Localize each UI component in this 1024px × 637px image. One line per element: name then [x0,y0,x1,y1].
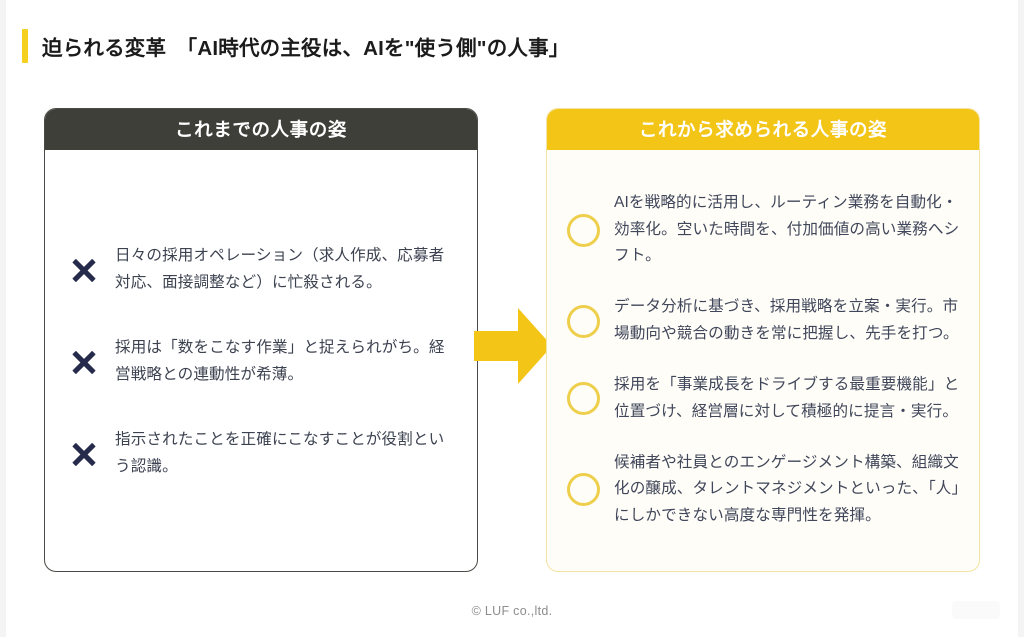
circle-mark-icon [567,473,600,507]
list-item: 採用を「事業成長をドライブする最重要機能」と位置づけ、経営層に対して積極的に提言… [567,372,961,426]
right-arrow-icon [474,308,552,384]
list-item: 日々の採用オペレーション（求人作成、応募者対応、面接調整など）に忙殺される。 [67,243,455,297]
card-current-hr-header: これまでの人事の姿 [45,109,477,151]
list-item-text: 採用は「数をこなす作業」と捉えられがち。経営戦略との連動性が希薄。 [115,339,445,383]
list-item: AIを戦略的に活用し、ルーティン業務を自動化・効率化。空いた時間を、付加価値の高… [567,190,961,270]
card-future-hr-body: AIを戦略的に活用し、ルーティン業務を自動化・効率化。空いた時間を、付加価値の高… [547,150,979,569]
page-edge-left [0,0,6,637]
list-item: データ分析に基づき、採用戦略を立案・実行。市場動向や競合の動きを常に把握し、先手… [567,294,961,348]
circle-mark-icon [567,304,600,338]
circle-mark-icon [567,382,600,416]
copyright-footer: © LUF co.,ltd. [471,604,553,618]
card-future-hr: これから求められる人事の姿 AIを戦略的に活用し、ルーティン業務を自動化・効率化… [546,108,980,572]
card-current-hr-body: 日々の採用オペレーション（求人作成、応募者対応、面接調整など）に忙殺される。 採… [45,150,477,569]
list-item-text: データ分析に基づき、採用戦略を立案・実行。市場動向や競合の動きを常に把握し、先手… [614,298,959,343]
title-accent-bar [22,29,28,63]
list-item-text: 指示されたことを正確にこなすことが役割という認識。 [115,430,445,475]
page-title-row: 迫られる変革 「AI時代の主役は、AIを"使う側"の人事」 [22,29,570,63]
list-item: 指示されたことを正確にこなすことが役割という認識。 [67,427,455,481]
page-title: 迫られる変革 「AI時代の主役は、AIを"使う側"の人事」 [42,37,570,60]
list-item: 採用は「数をこなす作業」と捉えられがち。経営戦略との連動性が希薄。 [67,335,455,389]
x-mark-icon [67,253,101,287]
list-item-text: 日々の採用オペレーション（求人作成、応募者対応、面接調整など）に忙殺される。 [115,247,445,292]
x-mark-icon [67,437,101,471]
card-future-hr-header: これから求められる人事の姿 [547,109,979,151]
list-item-text: AIを戦略的に活用し、ルーティン業務を自動化・効率化。空いた時間を、付加価値の高… [614,193,960,265]
list-item-text: 採用を「事業成長をドライブする最重要機能」と位置づけ、経営層に対して積極的に提言… [614,375,960,420]
page-edge-right [1018,0,1024,637]
circle-mark-icon [567,213,600,247]
list-item-text: 候補者や社員とのエンゲージメント構築、組織文化の醸成、タレントマネジメントといっ… [614,453,960,525]
list-item: 候補者や社員とのエンゲージメント構築、組織文化の醸成、タレントマネジメントといっ… [567,450,961,530]
x-mark-icon [67,345,101,379]
card-current-hr: これまでの人事の姿 日々の採用オペレーション（求人作成、応募者対応、面接調整など… [44,108,478,572]
